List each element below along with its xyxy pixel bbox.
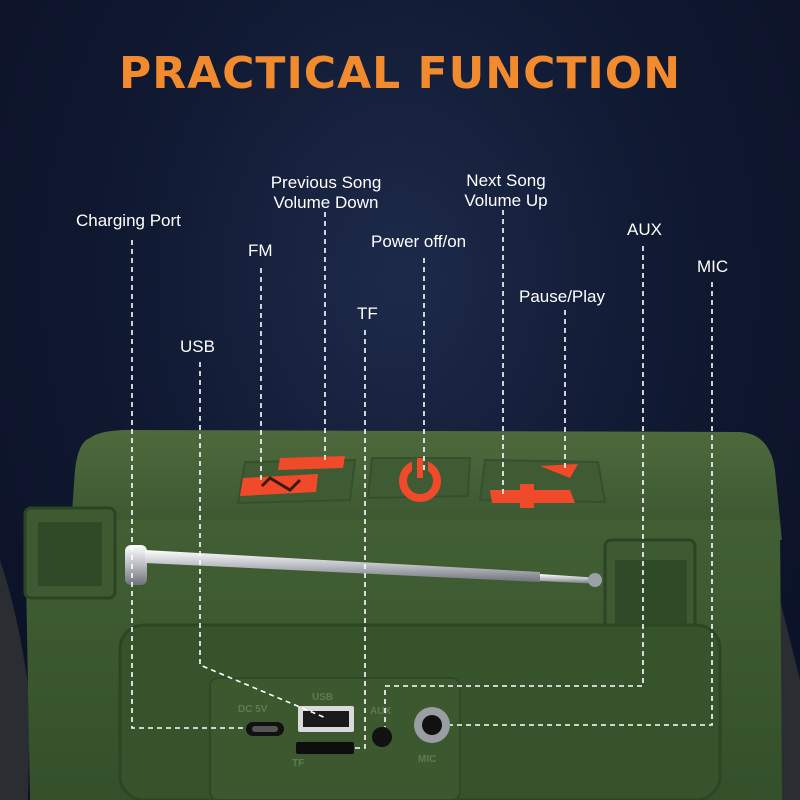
leader-aux	[384, 246, 644, 727]
panel-marking-mic: MIC	[418, 754, 436, 765]
next-volume-up-button[interactable]	[490, 484, 575, 508]
label-aux: AUX	[627, 220, 662, 239]
port-panel	[209, 677, 461, 800]
label-volume-up: Volume Up	[464, 191, 548, 210]
power-button[interactable]	[399, 458, 441, 502]
leader-mic	[450, 282, 713, 726]
label-next-song: Next Song	[466, 171, 546, 190]
antenna	[125, 545, 602, 587]
label-volume-down: Volume Down	[273, 193, 379, 212]
label-power: Power off/on	[371, 232, 467, 251]
label-tf: TF	[357, 304, 378, 323]
panel-marking-dc: DC 5V	[238, 704, 268, 715]
leader-lines	[131, 210, 713, 749]
label-usb: USB	[180, 337, 215, 356]
dc-charging-port[interactable]	[246, 722, 284, 736]
label-previous-song: Previous Song	[270, 173, 382, 192]
panel-marking-usb: USB	[312, 692, 333, 703]
page-title: PRACTICAL FUNCTION	[118, 48, 682, 99]
panel-marking-aux: AUX	[370, 706, 391, 717]
leader-usb	[199, 362, 327, 719]
strap	[0, 560, 30, 800]
label-mic: MIC	[697, 257, 729, 276]
aux-port[interactable]	[372, 727, 392, 747]
label-pause-play: Pause/Play	[519, 287, 605, 306]
label-fm: FM	[248, 241, 273, 260]
leader-tf	[354, 330, 366, 749]
tf-card-slot[interactable]	[296, 742, 354, 754]
fm-mode-button[interactable]	[240, 474, 318, 496]
label-next-volume-up: Next Song Volume Up	[452, 171, 560, 211]
mic-port[interactable]	[414, 707, 450, 743]
previous-volume-down-button[interactable]	[278, 456, 345, 470]
label-previous-volume-down: Previous Song Volume Down	[262, 173, 390, 213]
panel-marking-tf: TF	[292, 758, 304, 769]
label-charging-port: Charging Port	[76, 211, 181, 230]
pause-play-button[interactable]	[540, 464, 578, 478]
leader-charging-port	[131, 240, 246, 729]
